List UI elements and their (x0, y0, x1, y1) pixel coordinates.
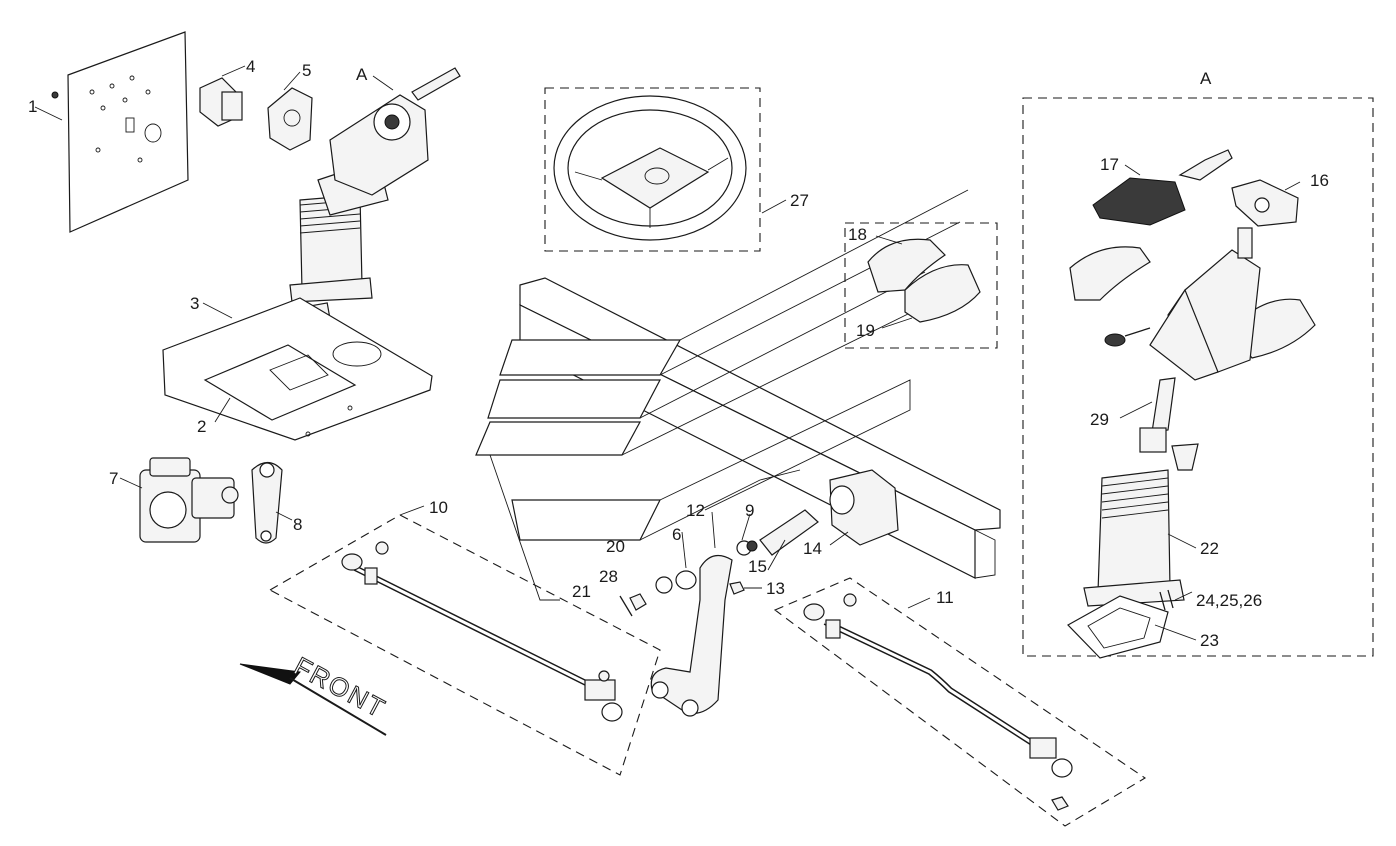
part-10-tie-rod (341, 541, 623, 722)
leader-15 (767, 539, 786, 571)
label-5: 5 (302, 61, 311, 80)
label-14: 14 (803, 539, 822, 558)
label-23: 23 (1200, 631, 1219, 650)
label-16: 16 (1310, 171, 1329, 190)
leader-11 (907, 597, 931, 609)
label-17: 17 (1100, 155, 1119, 174)
chevron-outline-shapes (475, 189, 969, 601)
idler-bracket-14 (829, 469, 899, 546)
label-12: 12 (686, 501, 705, 520)
label-21: 21 (572, 582, 591, 601)
callout-box-27 (544, 87, 761, 252)
part-22-boot (1083, 469, 1185, 607)
leader-18 (875, 235, 903, 245)
label-3: 3 (190, 294, 199, 313)
part-7-steering-gear (139, 457, 239, 543)
part-2-gasket (203, 344, 357, 421)
leader-6 (681, 531, 687, 569)
callout-box-11 (773, 577, 1147, 827)
leader-9 (741, 513, 751, 541)
leader-8 (275, 511, 293, 521)
fasteners-24-26 (1159, 589, 1174, 611)
leader-5 (283, 71, 301, 91)
label-7: 7 (109, 469, 118, 488)
part-8-pitman-arm (251, 461, 283, 544)
leader-7 (119, 477, 143, 489)
label-4: 4 (246, 57, 255, 76)
leader-a-left (372, 75, 394, 91)
leader-4 (221, 65, 246, 77)
callout-box-18-19 (844, 222, 998, 349)
label-24-25-26: 24,25,26 (1196, 591, 1262, 610)
part-5-bracket (267, 87, 313, 151)
label-22: 22 (1200, 539, 1219, 558)
callout-box-10 (268, 514, 661, 776)
steering-column-left (289, 67, 461, 338)
part-12-idler-arm (650, 554, 733, 717)
label-19: 19 (856, 321, 875, 340)
leader-17 (1124, 164, 1141, 176)
label-6: 6 (672, 525, 681, 544)
detail-a-box (1022, 97, 1374, 657)
part-11-drag-link (803, 593, 1073, 811)
leader-3 (202, 302, 233, 319)
leader-2 (214, 397, 231, 423)
label-11: 11 (936, 588, 954, 607)
leader-23 (1154, 624, 1197, 641)
part-19-lower-cover (904, 264, 981, 323)
label-a-left: A (356, 65, 368, 84)
part-15-shaft (759, 509, 819, 556)
label-29: 29 (1090, 410, 1109, 429)
label-8: 8 (293, 515, 302, 534)
label-20: 20 (606, 537, 625, 556)
label-10: 10 (429, 498, 448, 517)
leader-16 (1284, 181, 1301, 191)
label-9: 9 (745, 501, 754, 520)
nut-28-pin-21 (619, 593, 647, 617)
part-27-steering-wheel (553, 95, 747, 241)
leader-10 (399, 505, 425, 516)
leader-24-26 (1174, 591, 1193, 601)
label-1: 1 (28, 97, 37, 116)
leader-22 (1167, 533, 1197, 549)
part-4-bracket (199, 77, 243, 127)
leader-14 (829, 531, 849, 546)
part-16-upper-shroud (1231, 179, 1299, 227)
leader-12 (711, 511, 716, 549)
part-17-combination-switch (1092, 149, 1233, 226)
label-18: 18 (848, 225, 867, 244)
part-18-upper-cover (867, 238, 946, 293)
label-13: 13 (766, 579, 785, 598)
label-15: 15 (748, 557, 767, 576)
front-direction-arrow (239, 663, 387, 736)
washers-6-9-20 (655, 540, 758, 594)
leader-27 (761, 199, 787, 214)
label-a-detail: A (1200, 69, 1212, 88)
part-23-gasket (1067, 595, 1169, 659)
leader-19 (881, 317, 913, 329)
nut-13 (729, 581, 745, 595)
leader-29 (1119, 401, 1153, 419)
detail-a-column (1069, 227, 1316, 471)
label-2: 2 (197, 417, 206, 436)
part-1-mounting-plate (51, 31, 189, 233)
label-28: 28 (599, 567, 618, 586)
leader-1 (34, 106, 63, 121)
label-27: 27 (790, 191, 809, 210)
